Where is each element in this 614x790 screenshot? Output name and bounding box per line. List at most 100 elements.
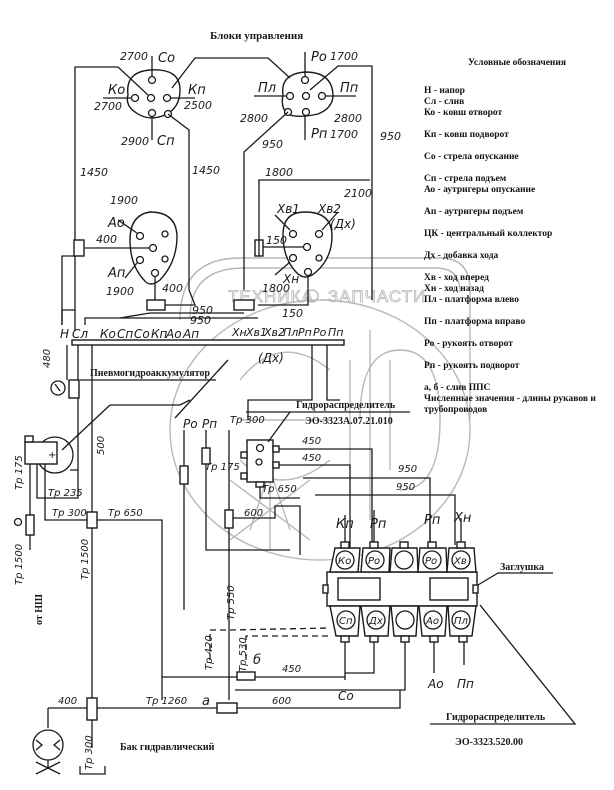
length-label: 450 <box>302 436 321 447</box>
port-fitting <box>240 472 248 480</box>
hose-label-rp: Рп <box>370 517 387 532</box>
length-label: Тр 175 <box>14 455 25 490</box>
length-label: 1700 <box>330 128 358 141</box>
section-dial <box>423 610 443 630</box>
section-label: Ко <box>338 556 351 567</box>
length-label: Тр 550 <box>226 585 237 620</box>
hose-drain <box>167 113 190 290</box>
length-label: Тр 300 <box>52 508 87 519</box>
drain-label-b: б <box>253 653 261 668</box>
port-label-ao: Ао <box>107 216 125 231</box>
watermark-letter-f <box>359 349 441 491</box>
top-sections: Ко Ро Ро Хв <box>329 541 477 573</box>
distributor-2-window <box>429 577 469 601</box>
length-label: 600 <box>244 508 263 519</box>
port-ro <box>300 75 310 85</box>
collector-label-dx: (Дх) <box>258 351 284 365</box>
legend-item: Н - напор <box>424 86 465 96</box>
section-label: Сп <box>339 616 353 627</box>
port-fitting <box>429 635 439 643</box>
section-label: Пл <box>454 616 469 627</box>
collector-label: Хв2 <box>263 326 285 339</box>
hose-label-rp: Рп <box>424 513 441 528</box>
hose-ko <box>74 66 149 330</box>
tee-fitting <box>236 671 256 681</box>
hose-co <box>344 642 375 680</box>
pump-icon <box>32 729 64 775</box>
watermark-text-right: ЗАПЧАСТИ <box>328 287 426 306</box>
hose-600 <box>233 505 301 555</box>
length-label: 1450 <box>80 166 108 179</box>
plug-label: Заглушка <box>500 562 544 573</box>
section-label: Ро <box>425 556 437 567</box>
plug-fitting <box>472 584 479 594</box>
collector-label: Хн <box>231 326 247 339</box>
length-label: 2900 <box>121 135 149 148</box>
legend-item: Ро - рукоять отворот <box>424 339 513 349</box>
length-label: 950 <box>262 138 283 151</box>
drain-label-a: а <box>202 694 210 709</box>
hose-label-ao: Ао <box>427 677 444 691</box>
length-label: Тр 1500 <box>14 544 25 585</box>
port-pl <box>285 91 295 101</box>
port-label-xv1: Хв1 <box>276 202 300 216</box>
port-xv1 <box>288 229 298 239</box>
hose <box>61 255 75 325</box>
hose-pl-drain <box>243 111 289 290</box>
section-dial <box>422 550 442 570</box>
accumulator-mark: + <box>48 450 56 461</box>
length-label: Тр 1500 <box>80 539 91 580</box>
port-label-co: Со <box>158 51 175 66</box>
length-label: Тр 235 <box>48 488 83 499</box>
length-label: 400 <box>96 233 117 246</box>
port-co <box>147 75 157 85</box>
legend-item: а, б - слив ППС <box>424 383 491 393</box>
port-fitting <box>458 635 468 643</box>
tee-fitting <box>146 299 166 311</box>
tee-fitting <box>233 299 255 311</box>
port-label-cp: Сп <box>157 134 175 149</box>
port-cp <box>147 108 157 118</box>
legend-item: Пп - платформа вправо <box>424 317 526 327</box>
port-fitting <box>369 541 379 549</box>
accumulator: + Пневмогидроаккумулятор <box>24 368 216 474</box>
drain-line-b <box>245 635 330 660</box>
distributor-2-window <box>337 577 381 601</box>
length-label: 150 <box>266 234 287 247</box>
port-label-dx: (Дх) <box>330 217 356 231</box>
check-valve <box>25 514 35 536</box>
central-collector: Н Сл Ко Сп Со Кп Ао Ап Хн Хв1 Хв2 Пл Рп … <box>60 326 345 365</box>
section-dial <box>366 610 386 630</box>
port-fitting <box>272 445 280 453</box>
tee-fitting <box>179 465 189 485</box>
hose-label-xn: Хн <box>453 511 472 526</box>
hose-450b <box>279 464 351 555</box>
hose-pp <box>309 65 373 300</box>
legend-item: Пл - платформа влево <box>424 295 519 305</box>
length-label: 2700 <box>94 100 122 113</box>
control-block-1: 2700 Со Ко 2700 Кп 2500 2900 Сп <box>94 50 212 149</box>
distributor-1-code: ЭО-3323А.07.21.010 <box>305 416 393 427</box>
collector-label: Кп <box>151 327 168 341</box>
control-block-1-body <box>126 69 181 119</box>
port-fitting <box>272 461 280 469</box>
port-label-ap: Ап <box>107 266 126 281</box>
tank-icon <box>79 766 106 775</box>
length-label: 450 <box>282 664 301 675</box>
port-fitting <box>399 541 409 549</box>
length-label: 950 <box>192 304 213 317</box>
length-label: 500 <box>96 436 107 455</box>
port-ko <box>130 93 140 103</box>
port-fitting <box>240 451 248 459</box>
port-label-rp: Рп <box>311 127 328 142</box>
length-label: 2800 <box>334 112 362 125</box>
section-label: Ао <box>425 616 439 627</box>
section-label: Дх <box>368 616 383 627</box>
length-label: 600 <box>272 696 291 707</box>
length-label: 2500 <box>184 99 212 112</box>
collector-label: Сп <box>117 327 133 341</box>
collector-label: Хв1 <box>245 326 267 339</box>
tank-label: Бак гидравлический <box>120 742 215 753</box>
length-label: Тр 300 <box>230 415 265 426</box>
